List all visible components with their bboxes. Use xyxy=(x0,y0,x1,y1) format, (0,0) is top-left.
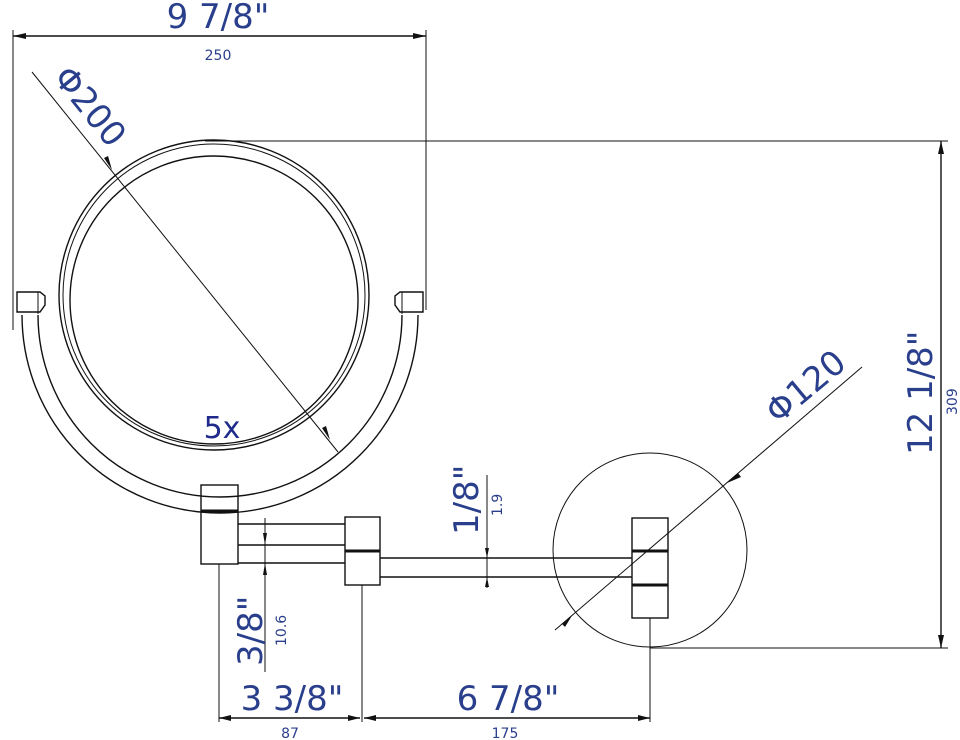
large-gap-metric: 10.6 xyxy=(274,615,290,646)
overall-width-imperial: 9 7/8" xyxy=(167,0,270,37)
overall-width-dimension: 9 7/8" 250 xyxy=(12,0,427,330)
large-gap-dimension: 3/8" 10.6 xyxy=(231,518,290,672)
overall-width-metric: 250 xyxy=(205,48,232,64)
magnification-label: 5x xyxy=(204,411,241,446)
overall-height-imperial: 12 1/8" xyxy=(901,331,941,455)
small-gap-dimension: 1/8" 1.9 xyxy=(447,465,506,588)
wall-plate-diameter-label: Φ120 xyxy=(758,342,854,432)
overall-height-dimension: 12 1/8" 309 xyxy=(650,141,960,649)
arm-length-dimensions: 3 3/8" 87 6 7/8" 175 xyxy=(218,564,651,740)
overall-height-metric: 309 xyxy=(945,388,960,415)
small-gap-metric: 1.9 xyxy=(490,494,506,516)
mirror-head: Φ200 5x xyxy=(16,58,424,514)
arm-segment-1-imperial: 3 3/8" xyxy=(241,679,344,719)
mirror-diameter-label: Φ200 xyxy=(45,58,134,154)
arm-segment-1-metric: 87 xyxy=(281,726,299,740)
small-gap-imperial: 1/8" xyxy=(447,465,487,535)
large-gap-imperial: 3/8" xyxy=(231,596,271,666)
wall-plate-diameter-dimension: Φ120 xyxy=(554,342,863,631)
right-pivot xyxy=(394,291,424,313)
left-pivot xyxy=(16,291,46,313)
arm-segment-2-imperial: 6 7/8" xyxy=(457,679,560,719)
arm-segment-2-metric: 175 xyxy=(492,726,519,740)
